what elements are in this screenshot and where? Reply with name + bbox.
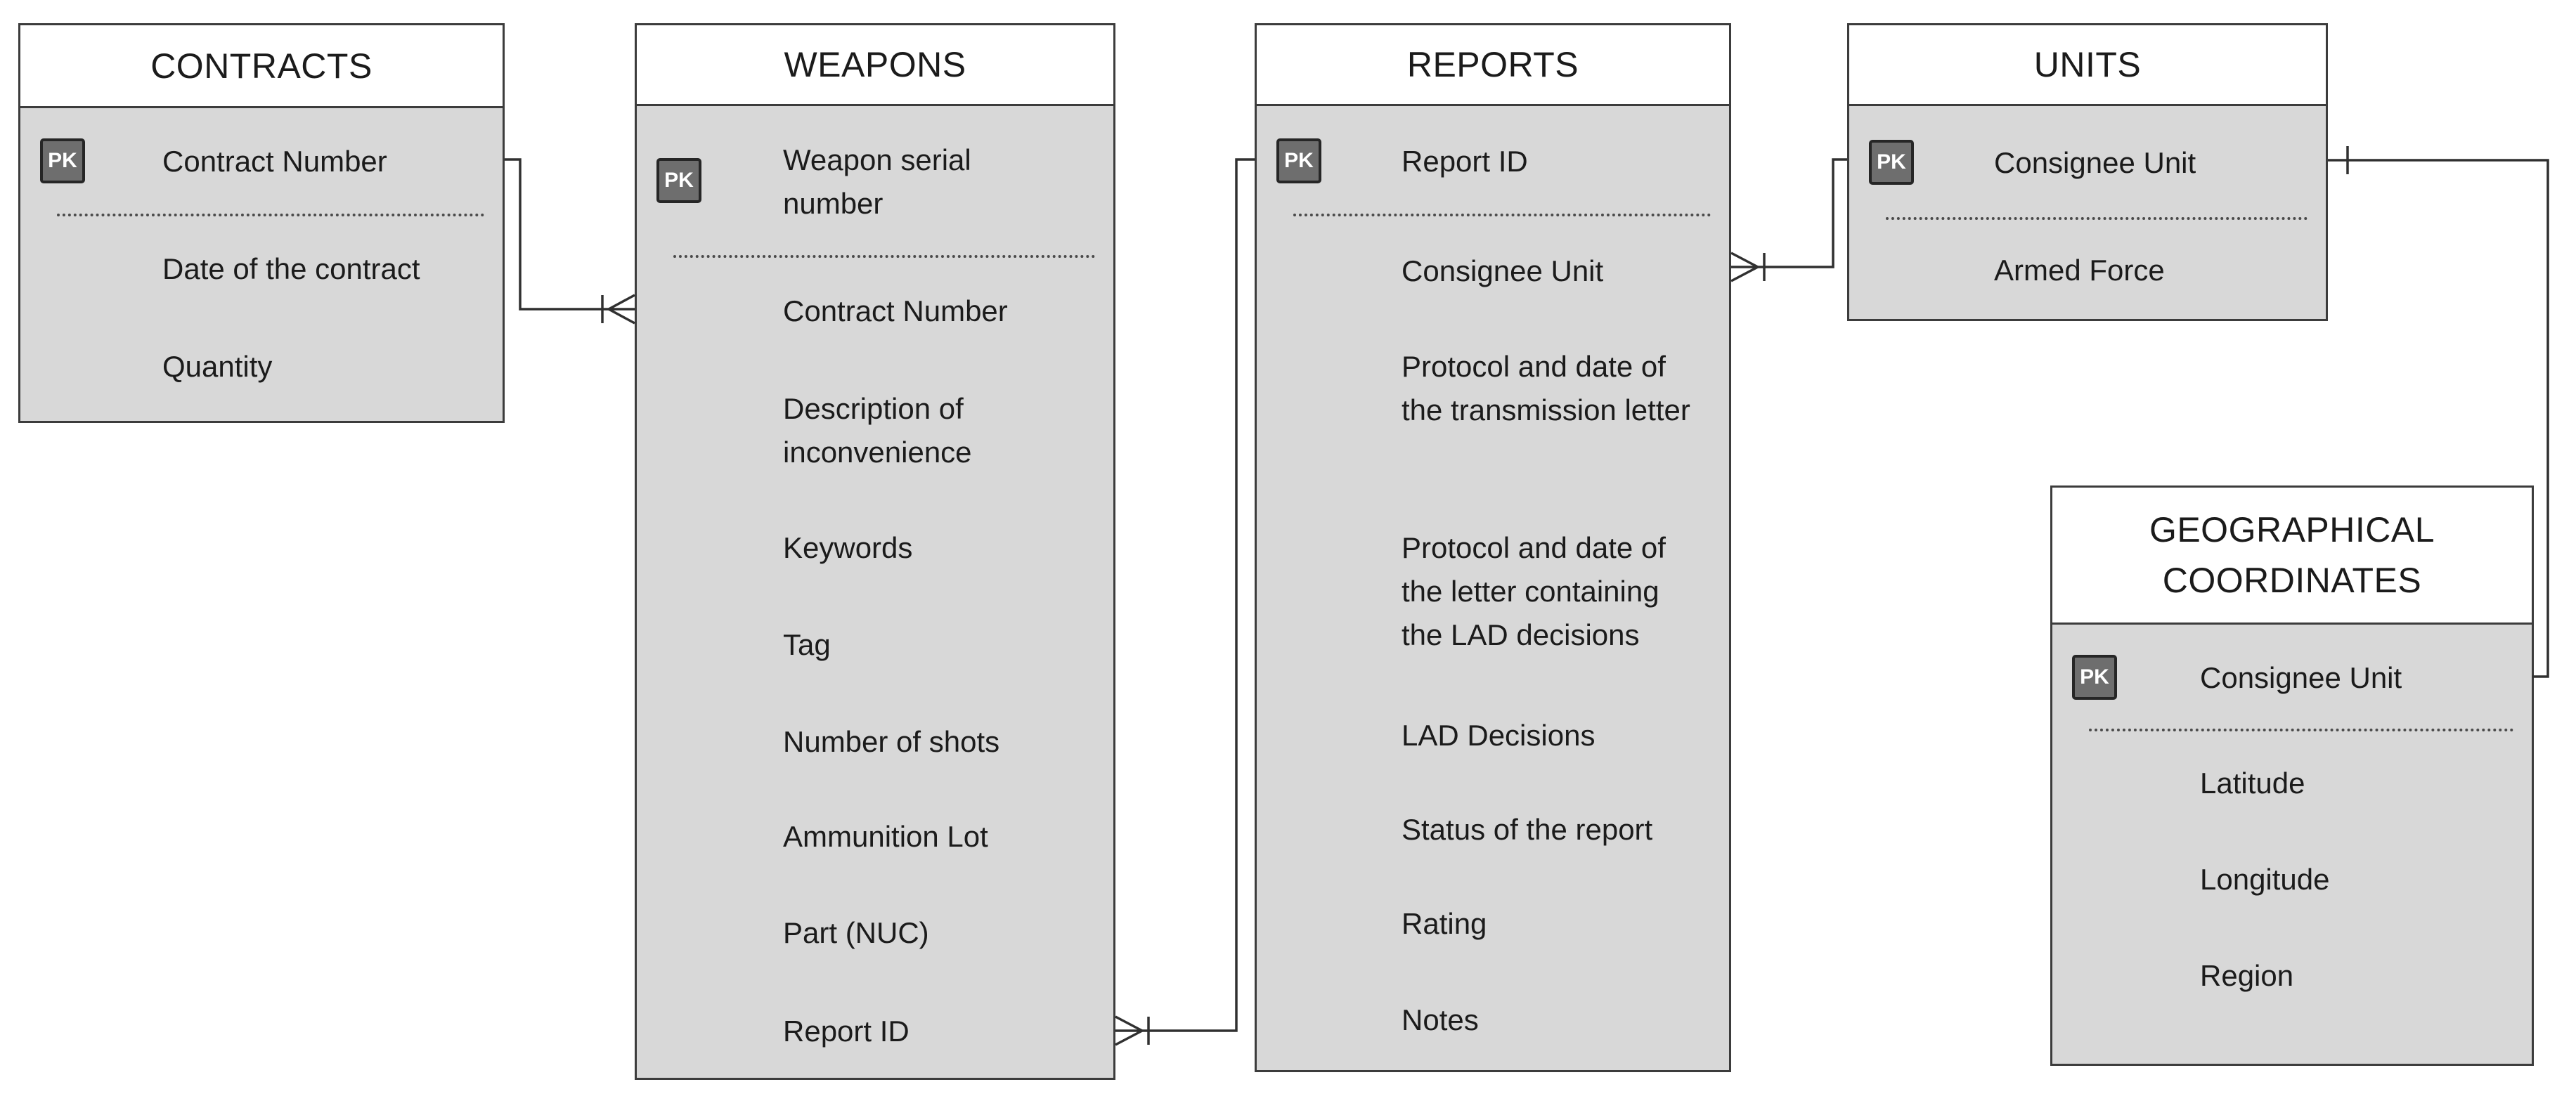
- pk-separator: [57, 214, 484, 216]
- field-protocol-transmission-letter: Protocol and date of the transmission le…: [1402, 350, 1690, 426]
- field-notes: Notes: [1402, 1003, 1479, 1036]
- pk-separator: [2089, 729, 2513, 731]
- field-report-id: Report ID: [1402, 145, 1528, 178]
- field-contract-number: Contract Number: [783, 294, 1008, 327]
- field-consignee-unit: Consignee Unit: [1994, 146, 2196, 179]
- pk-badge-label: PK: [1284, 149, 1314, 172]
- entity-weapons-title: WEAPONS: [637, 25, 1113, 106]
- pk-badge: PK: [1869, 140, 1914, 185]
- field-date-of-the-contract: Date of the contract: [162, 252, 420, 285]
- field-consignee-unit: Consignee Unit: [2200, 661, 2402, 694]
- relationship-reports-weapons: [1115, 158, 1255, 1046]
- field-weapon-serial-number: Weapon serial number: [783, 143, 971, 220]
- pk-badge: PK: [2072, 655, 2117, 700]
- pk-badge-label: PK: [2080, 665, 2109, 689]
- field-contract-number: Contract Number: [162, 145, 387, 178]
- field-quantity: Quantity: [162, 350, 273, 383]
- field-report-id: Report ID: [783, 1015, 910, 1048]
- entity-geographical-coordinates-title: GEOGRAPHICAL COORDINATES: [2052, 488, 2532, 625]
- relationship-contracts-weapons: [505, 158, 635, 325]
- field-consignee-unit: Consignee Unit: [1402, 254, 1604, 287]
- field-description-of-inconvenience: Description of inconvenience: [783, 392, 972, 469]
- entity-contracts-title: CONTRACTS: [20, 25, 503, 108]
- field-number-of-shots: Number of shots: [783, 725, 1000, 758]
- pk-badge: PK: [656, 158, 701, 203]
- field-latitude: Latitude: [2200, 767, 2305, 800]
- field-rating: Rating: [1402, 907, 1487, 940]
- field-tag: Tag: [783, 628, 831, 661]
- field-ammunition-lot: Ammunition Lot: [783, 820, 988, 853]
- field-protocol-lad-decisions-letter: Protocol and date of the letter containi…: [1402, 531, 1666, 651]
- entity-weapons: WEAPONS PK Weapon serial number Contract…: [635, 23, 1115, 1080]
- pk-badge-label: PK: [48, 149, 77, 172]
- entity-reports: REPORTS PK Report ID Consignee Unit Prot…: [1255, 23, 1731, 1072]
- field-region: Region: [2200, 959, 2294, 992]
- pk-badge: PK: [1276, 138, 1321, 183]
- entity-units: UNITS PK Consignee Unit Armed Force: [1847, 23, 2328, 321]
- pk-separator: [673, 255, 1095, 258]
- pk-separator: [1293, 214, 1711, 216]
- pk-badge-label: PK: [664, 169, 694, 192]
- entity-geographical-coordinates: GEOGRAPHICAL COORDINATES PK Consignee Un…: [2050, 485, 2534, 1066]
- pk-badge-label: PK: [1877, 150, 1906, 174]
- field-status-of-the-report: Status of the report: [1402, 813, 1653, 846]
- field-keywords: Keywords: [783, 531, 913, 564]
- entity-contracts: CONTRACTS PK Contract Number Date of the…: [18, 23, 505, 423]
- field-part-nuc: Part (NUC): [783, 916, 929, 949]
- relationship-units-reports: [1730, 158, 1847, 282]
- field-armed-force: Armed Force: [1994, 254, 2165, 287]
- field-lad-decisions: LAD Decisions: [1402, 719, 1596, 752]
- pk-separator: [1886, 217, 2308, 220]
- field-longitude: Longitude: [2200, 863, 2330, 896]
- entity-reports-title: REPORTS: [1257, 25, 1729, 106]
- pk-badge: PK: [40, 138, 85, 183]
- entity-units-title: UNITS: [1849, 25, 2326, 106]
